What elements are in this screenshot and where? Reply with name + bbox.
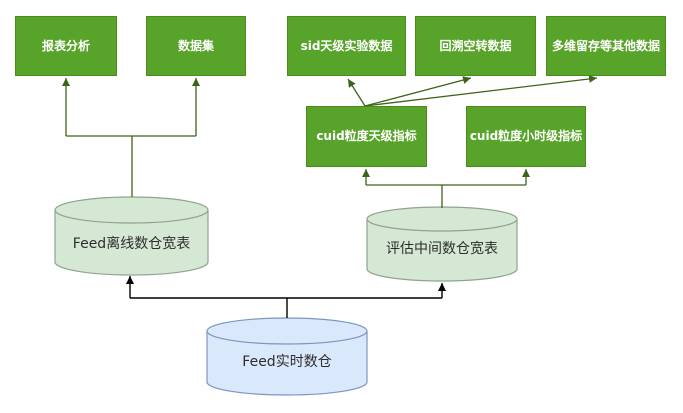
node-multidim-retention-data-label: 多维留存等其他数据 <box>551 38 660 53</box>
database-feed-realtime-label: Feed实时数仓 <box>242 354 332 370</box>
database-feed-offline-label: Feed离线数仓宽表 <box>72 236 191 252</box>
node-dataset: 数据集 <box>146 16 246 76</box>
edges-evalmid-to-cuid <box>362 169 530 208</box>
node-cuid-hourly-metrics: cuid粒度小时级指标 <box>466 106 586 167</box>
node-report-analysis-label: 报表分析 <box>41 38 90 53</box>
edges-realtime-to-warehouses <box>126 276 446 318</box>
database-eval-mid-shape <box>366 206 518 282</box>
node-cuid-hourly-metrics-label: cuid粒度小时级指标 <box>469 129 583 144</box>
node-backtrack-idle-data-label: 回溯空转数据 <box>439 38 512 53</box>
node-multidim-retention-data: 多维留存等其他数据 <box>546 16 666 76</box>
node-sid-daily-experiment-data: sid天级实验数据 <box>287 16 406 76</box>
node-sid-daily-experiment-data-label: sid天级实验数据 <box>300 38 393 53</box>
database-eval-mid-label: 评估中间数仓宽表 <box>386 241 498 257</box>
node-cuid-daily-metrics-label: cuid粒度天级指标 <box>316 129 417 144</box>
node-report-analysis: 报表分析 <box>15 16 117 76</box>
edges-offline-to-top <box>62 78 200 197</box>
node-backtrack-idle-data: 回溯空转数据 <box>415 16 536 76</box>
node-dataset-label: 数据集 <box>177 38 214 53</box>
database-feed-realtime-shape <box>206 317 368 396</box>
node-cuid-daily-metrics: cuid粒度天级指标 <box>306 106 427 167</box>
edges-cuid-fanout <box>347 74 598 107</box>
